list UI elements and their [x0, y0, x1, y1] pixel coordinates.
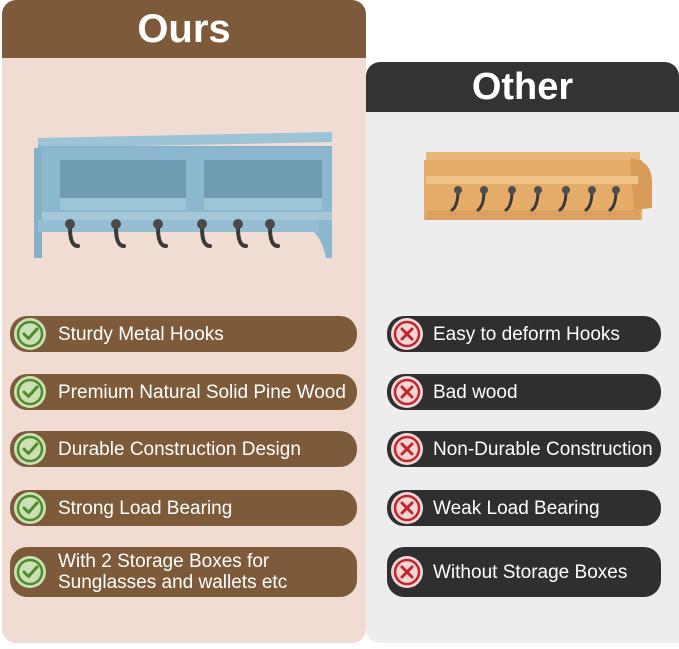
- ours-feature: With 2 Storage Boxes for Sunglasses and …: [10, 547, 357, 597]
- other-feature: Easy to deform Hooks: [387, 316, 661, 352]
- other-feature: Weak Load Bearing: [387, 490, 661, 526]
- ours-feature: Premium Natural Solid Pine Wood: [10, 374, 357, 410]
- x-circle-icon: [391, 556, 423, 588]
- feature-label: With 2 Storage Boxes for Sunglasses and …: [58, 551, 288, 593]
- other-feature: Non-Durable Construction: [387, 431, 661, 467]
- feature-label: Premium Natural Solid Pine Wood: [58, 381, 346, 403]
- check-circle-icon: [14, 433, 46, 465]
- feature-label: Non-Durable Construction: [433, 438, 653, 460]
- x-circle-icon: [391, 492, 423, 524]
- check-circle-icon: [14, 492, 46, 524]
- feature-label: Weak Load Bearing: [433, 497, 600, 519]
- x-circle-icon: [391, 433, 423, 465]
- other-feature: Without Storage Boxes: [387, 547, 661, 597]
- blue-wall-shelf-image: [34, 132, 332, 258]
- feature-label: Durable Construction Design: [58, 438, 301, 460]
- feature-label: Strong Load Bearing: [58, 497, 233, 519]
- check-circle-icon: [14, 376, 46, 408]
- x-circle-icon: [391, 376, 423, 408]
- check-circle-icon: [14, 556, 46, 588]
- ours-feature: Sturdy Metal Hooks: [10, 316, 357, 352]
- ours-feature: Durable Construction Design: [10, 431, 357, 467]
- pine-wall-shelf-image: [424, 152, 652, 220]
- other-title: Other: [366, 62, 679, 112]
- other-feature: Bad wood: [387, 374, 661, 410]
- check-circle-icon: [14, 318, 46, 350]
- ours-feature: Strong Load Bearing: [10, 490, 357, 526]
- x-circle-icon: [391, 318, 423, 350]
- feature-label: Without Storage Boxes: [433, 561, 628, 583]
- feature-label: Sturdy Metal Hooks: [58, 323, 224, 345]
- feature-label: Easy to deform Hooks: [433, 323, 620, 345]
- feature-label: Bad wood: [433, 381, 518, 403]
- ours-title: Ours: [2, 0, 366, 58]
